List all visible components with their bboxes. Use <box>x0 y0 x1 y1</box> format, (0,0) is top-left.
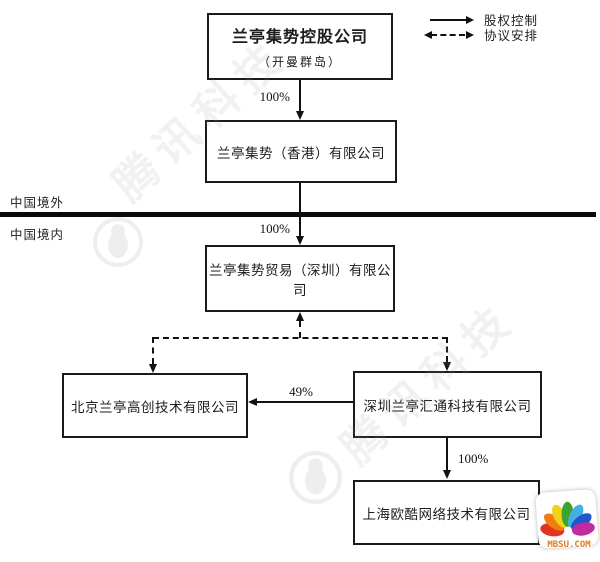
solid-arrow-icon <box>424 12 476 27</box>
edge-huitong-to-shanghai-pct: 100% <box>458 451 489 466</box>
china-border-separator-line <box>0 212 596 217</box>
legend: 股权控制 协议安排 <box>424 12 539 43</box>
hongkong-company-name: 兰亭集势（香港）有限公司 <box>217 145 385 161</box>
edge-holding-to-hongkong-pct: 100% <box>259 89 290 104</box>
arrowhead-down-icon <box>295 111 304 120</box>
node-shanghai-okou-company: 上海欧酷网络技术有限公司 <box>353 480 540 545</box>
region-label-inside-china: 中国境内 <box>10 228 65 242</box>
legend-equity-row: 股权控制 <box>424 12 539 28</box>
node-shenzhen-trading-company: 兰亭集势贸易（深圳）有限公司 <box>205 245 395 312</box>
dashed-double-arrow-icon <box>424 27 476 42</box>
agreement-horizontal-dash <box>153 337 448 339</box>
node-beijing-gaochuang-company: 北京兰亭高创技术有限公司 <box>62 373 248 438</box>
site-logo <box>535 488 599 550</box>
edge-holding-to-hongkong-line <box>299 80 301 112</box>
agreement-vertical-right-dash <box>446 337 448 362</box>
edge-huitong-to-beijing-pct: 49% <box>289 384 313 399</box>
legend-agreement-label: 协议安排 <box>484 29 539 43</box>
beijing-gaochuang-company-name: 北京兰亭高创技术有限公司 <box>71 399 239 415</box>
agreement-vertical-center-dash <box>299 321 301 338</box>
edge-huitong-to-shanghai-line <box>446 438 448 471</box>
shanghai-okou-company-name: 上海欧酷网络技术有限公司 <box>362 506 531 522</box>
site-logo-url: MBSU.COM <box>547 540 591 550</box>
tencent-penguin-watermark-icon <box>92 216 144 273</box>
holding-company-name: 兰亭集势控股公司 <box>231 29 368 46</box>
edge-hongkong-to-trading-line <box>299 183 301 237</box>
holding-company-location: （开曼群岛） <box>257 55 342 69</box>
tencent-penguin-watermark-icon <box>288 450 343 510</box>
node-shenzhen-huitong-company: 深圳兰亭汇通科技有限公司 <box>353 371 542 438</box>
arrowhead-left-icon <box>248 397 257 406</box>
legend-equity-label: 股权控制 <box>484 14 539 28</box>
edge-hongkong-to-trading-pct: 100% <box>259 221 290 236</box>
node-holding-company: 兰亭集势控股公司 （开曼群岛） <box>207 13 393 80</box>
edge-huitong-to-beijing-line <box>256 401 353 403</box>
arrowhead-down-icon <box>442 362 451 371</box>
peacock-logo-icon <box>540 501 595 537</box>
region-label-outside-china: 中国境外 <box>10 196 65 210</box>
legend-agreement-row: 协议安排 <box>424 27 539 43</box>
arrowhead-up-icon <box>295 312 304 321</box>
node-hongkong-company: 兰亭集势（香港）有限公司 <box>205 120 397 183</box>
arrowhead-down-icon <box>442 470 451 479</box>
shenzhen-trading-company-name: 兰亭集势贸易（深圳）有限公司 <box>209 262 391 298</box>
arrowhead-down-icon <box>295 236 304 245</box>
shenzhen-huitong-company-name: 深圳兰亭汇通科技有限公司 <box>363 398 532 414</box>
arrowhead-down-icon <box>148 364 157 373</box>
agreement-vertical-left-dash <box>152 337 154 364</box>
